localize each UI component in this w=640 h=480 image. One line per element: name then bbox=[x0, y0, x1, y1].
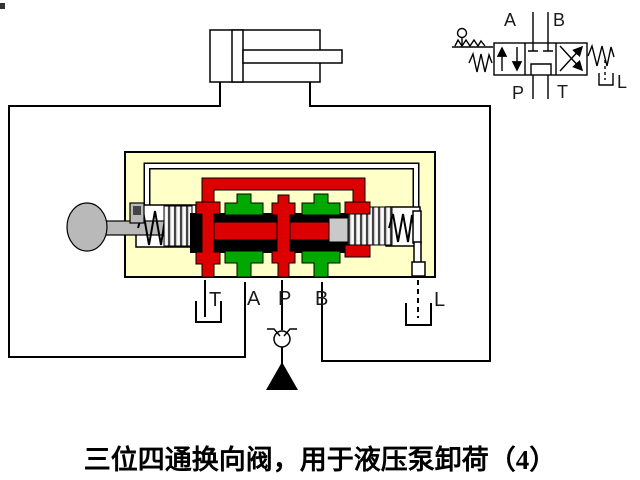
symbol-spring-left-lower bbox=[468, 51, 493, 73]
spool-pressure-channel bbox=[202, 221, 341, 241]
symbol-lever-knob bbox=[456, 27, 468, 39]
symbol-label-a: A bbox=[504, 10, 516, 30]
symbol-boxes bbox=[493, 42, 588, 76]
line-port-a-to-cylinder bbox=[8, 82, 246, 358]
tank-symbol-l bbox=[405, 303, 432, 326]
port-label-a: A bbox=[247, 288, 261, 310]
leak-channel bbox=[145, 164, 418, 208]
handle-ball bbox=[66, 202, 108, 252]
port-label-t: T bbox=[209, 289, 221, 311]
channel-p bbox=[271, 194, 296, 278]
symbol-label-l: L bbox=[617, 72, 627, 92]
symbol-drain-tank bbox=[598, 73, 614, 86]
check-valve-seat bbox=[267, 328, 297, 337]
symbol-label-b: B bbox=[553, 10, 565, 30]
cylinder-piston bbox=[231, 29, 244, 83]
caption: 三位四通换向阀，用于液压泵卸荷（4） bbox=[83, 445, 557, 475]
symbol-blocked-ports bbox=[528, 43, 553, 52]
directional-valve-section bbox=[66, 151, 436, 278]
channel-right-upper bbox=[344, 201, 371, 215]
pressure-bridge-pipe bbox=[201, 177, 366, 203]
main-port-labels: T A P B L bbox=[209, 288, 445, 311]
check-valve bbox=[267, 328, 297, 348]
left-disc-stack bbox=[163, 205, 193, 247]
line-port-b-to-cylinder bbox=[309, 82, 491, 362]
piston-rod bbox=[242, 49, 343, 64]
gland-fitting-detent bbox=[133, 206, 141, 215]
l-port-stub bbox=[411, 261, 426, 277]
symbol-pt-connector bbox=[530, 63, 552, 75]
corner-artifact bbox=[0, 3, 5, 9]
channel-b-lower bbox=[301, 250, 341, 278]
hydraulic-diagram: T A P B L A B P T L bbox=[0, 3, 627, 390]
spool-end-plug bbox=[328, 217, 351, 243]
symbol-port-lines bbox=[532, 12, 549, 99]
check-valve-ball bbox=[273, 330, 291, 348]
hydraulic-cylinder bbox=[209, 29, 343, 83]
symbol-spring-left-upper bbox=[454, 38, 486, 48]
pump-supply-triangle bbox=[266, 362, 298, 390]
port-label-l: L bbox=[434, 289, 445, 311]
symbol-label-p: P bbox=[512, 83, 524, 103]
port-label-p: P bbox=[278, 288, 291, 310]
channel-b-upper bbox=[301, 193, 341, 216]
symbol-lever-arm bbox=[452, 37, 493, 48]
channel-right-lower bbox=[344, 244, 371, 258]
tank-symbol-t bbox=[195, 301, 222, 323]
symbol-label-t: T bbox=[557, 82, 568, 102]
channel-t bbox=[195, 201, 221, 278]
valve-symbol-schematic: A B P T L bbox=[452, 10, 627, 103]
symbol-cross-arrow-2 bbox=[559, 45, 584, 72]
l-channel bbox=[413, 241, 422, 265]
port-label-b: B bbox=[315, 288, 328, 310]
symbol-spring-right bbox=[587, 43, 615, 67]
right-spring bbox=[388, 213, 415, 243]
right-end-wall bbox=[412, 210, 422, 244]
hydraulic-circuit-lines bbox=[8, 82, 491, 390]
channel-a-lower bbox=[224, 250, 264, 278]
channel-a-upper bbox=[224, 193, 264, 216]
